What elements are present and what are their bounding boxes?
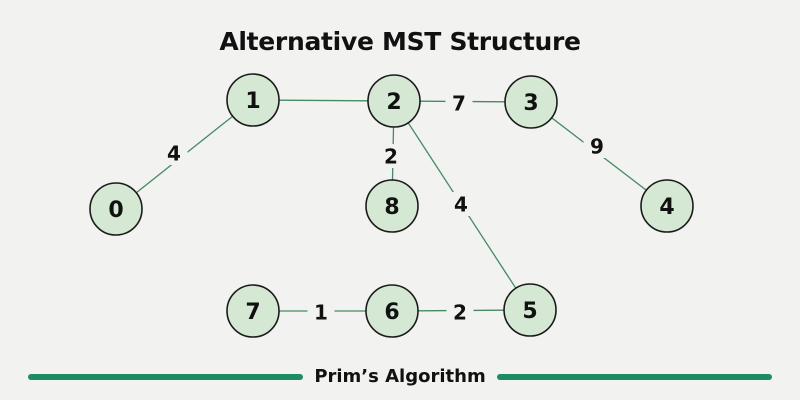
node-4: 4 [640,179,694,233]
node-label-5: 5 [522,299,537,324]
node-circle-4 [640,179,694,233]
node-circle-6 [365,284,419,338]
node-circle-2 [367,74,421,128]
node-7: 7 [226,284,280,338]
edge-weight-gap-6-5 [446,300,474,324]
node-5: 5 [503,283,557,337]
diagram-title: Alternative MST Structure [219,27,581,56]
node-label-7: 7 [245,300,260,325]
node-2: 2 [367,74,421,128]
edge-weight-gap-2-8 [377,144,405,168]
edge-weight-gap-7-6 [307,300,335,324]
node-label-2: 2 [386,90,401,115]
node-8: 8 [365,179,419,233]
edge-weight-gap-3-4 [583,134,611,158]
edge-weight-label-2-8: 2 [384,145,398,169]
node-label-4: 4 [659,195,674,220]
node-label-3: 3 [523,91,538,116]
node-circle-8 [365,179,419,233]
node-circle-1 [226,73,280,127]
node-6: 6 [365,284,419,338]
divider-line-right [496,373,773,380]
edge-weight-label-0-1: 4 [167,142,181,166]
edge-weight-label-3-4: 9 [590,135,604,159]
node-circle-7 [226,284,280,338]
divider-line-left [28,373,304,380]
node-label-1: 1 [245,89,260,114]
edge-weight-label-2-5: 4 [454,193,468,217]
footer-caption-row: Prim’s Algorithm [0,366,800,387]
node-circle-0 [89,182,143,236]
node-label-8: 8 [384,195,399,220]
footer-caption: Prim’s Algorithm [314,366,486,387]
edge-weight-label-7-6: 1 [314,301,328,325]
node-1: 1 [226,73,280,127]
node-label-0: 0 [108,198,123,223]
node-0: 0 [89,182,143,236]
node-circle-3 [504,75,558,129]
edge-weight-label-2-3: 7 [452,92,466,116]
node-3: 3 [504,75,558,129]
edge-1-2 [278,99,369,102]
edge-weight-gap-0-1 [160,141,188,165]
edge-weight-label-6-5: 2 [453,301,467,325]
edge-weight-gap-2-3 [445,91,473,115]
node-label-6: 6 [384,300,399,325]
edge-weight-gap-2-5 [447,192,475,216]
node-circle-5 [503,283,557,337]
